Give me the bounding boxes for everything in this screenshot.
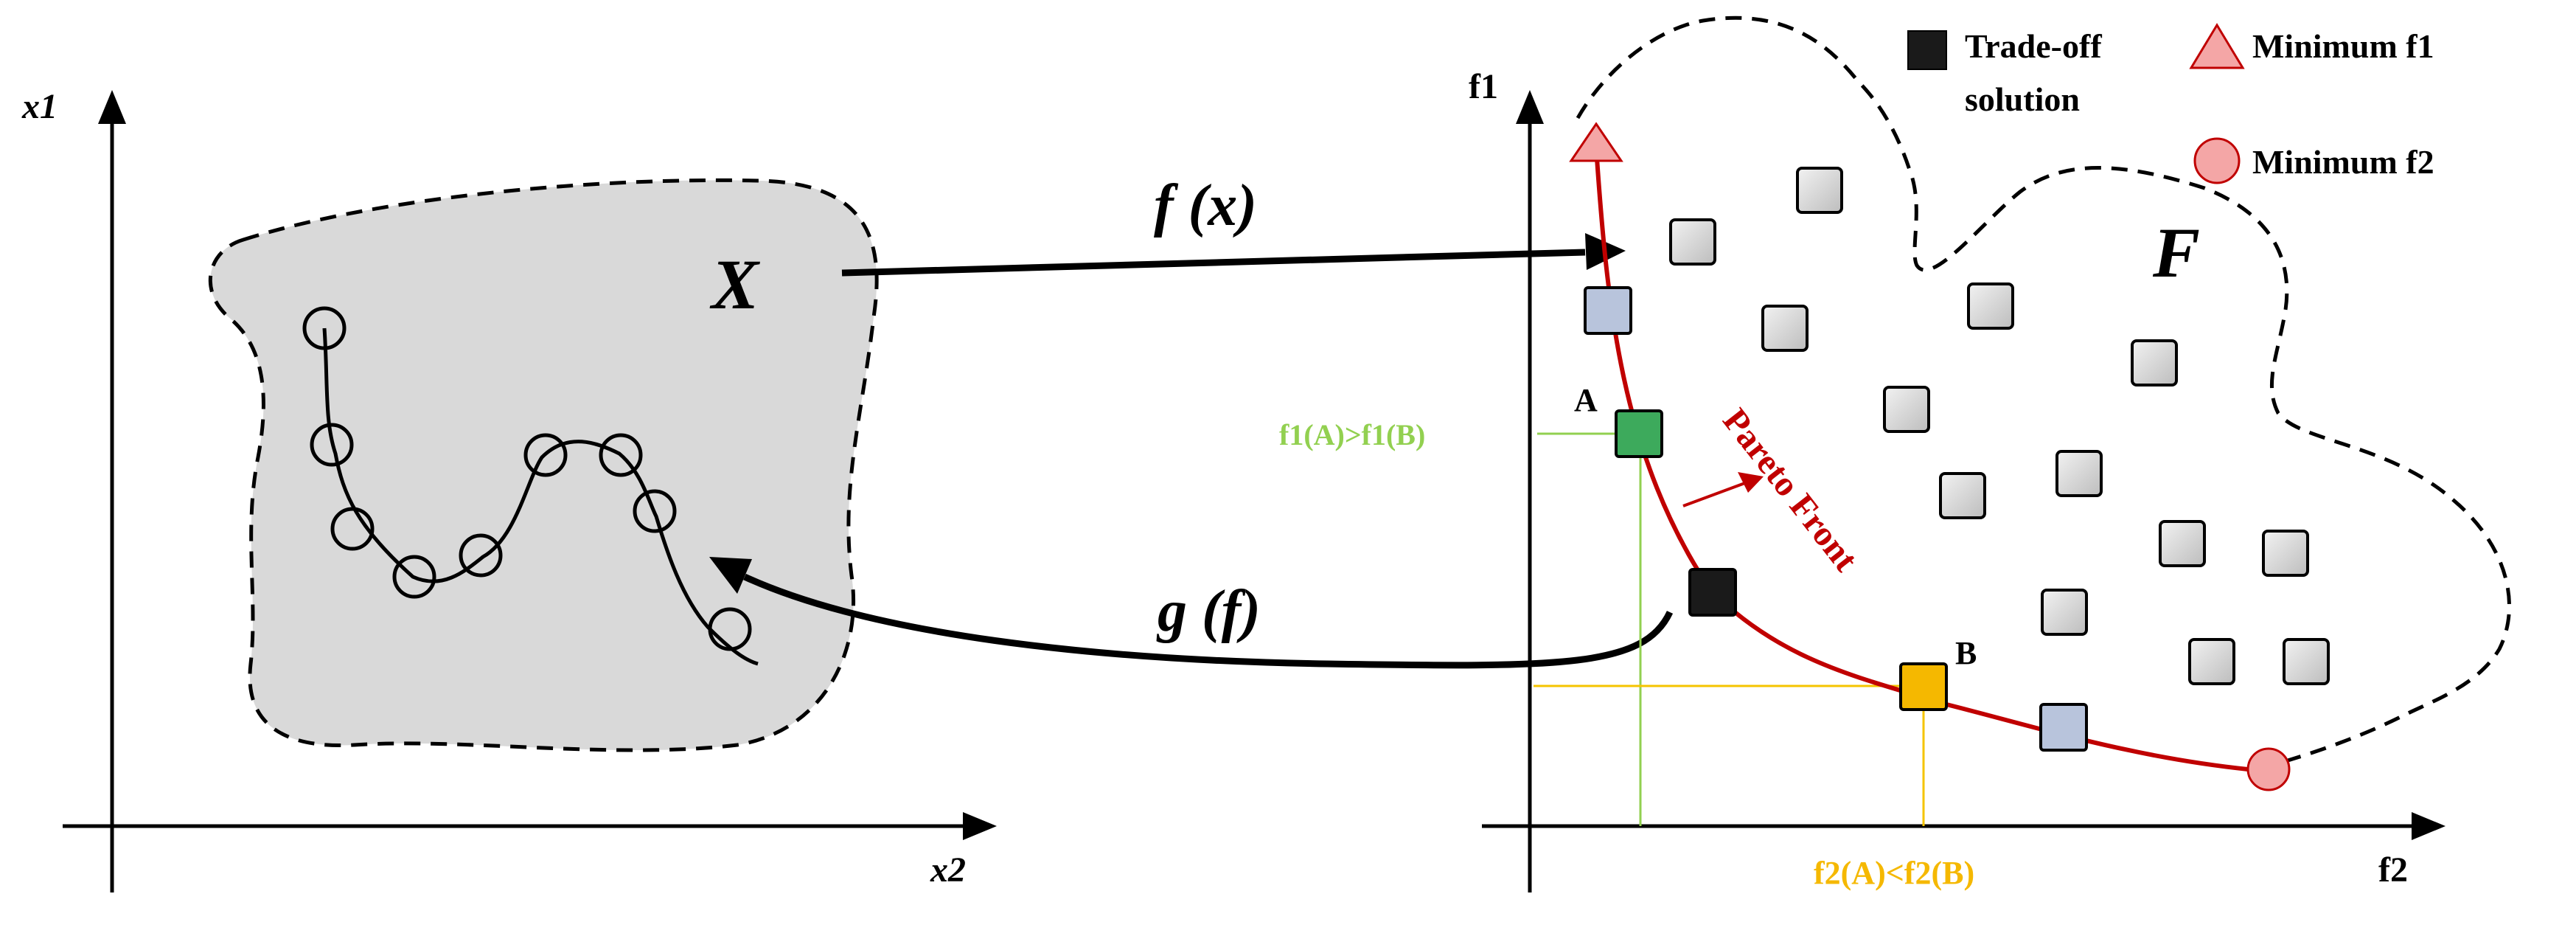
legend-minimum-f1-label: Minimum f1 xyxy=(2252,27,2434,65)
dominated-solution xyxy=(1967,282,2014,330)
x2-axis-arrowhead xyxy=(963,812,997,840)
sample-point xyxy=(523,433,568,477)
inverse-arrowhead xyxy=(709,557,752,594)
solution-b-square xyxy=(1899,662,1948,711)
f2-comparison-label: f2(A)<f2(B) xyxy=(1814,855,1974,891)
forward-mapping-label: f (x) xyxy=(1154,173,1257,238)
legend-tradeoff-label-line2: solution xyxy=(1965,80,2080,118)
solution-a-label: A xyxy=(1574,382,1598,418)
dominated-solution xyxy=(1883,386,1930,433)
sample-point xyxy=(708,607,752,651)
tradeoff-solution-square xyxy=(1688,568,1737,617)
legend-tradeoff-label-line1: Trade-off xyxy=(1965,27,2102,65)
pareto-solution-blue xyxy=(1584,286,1632,335)
dominated-solution xyxy=(2262,530,2309,577)
pareto-solution-blue xyxy=(2039,703,2088,752)
dominated-solution xyxy=(2188,638,2235,685)
forward-mapping-arrow xyxy=(841,249,1586,277)
minimum-f2-circle xyxy=(2246,747,2291,791)
dominated-solution xyxy=(1939,472,1986,519)
dominated-solution xyxy=(2041,589,2088,636)
minimum-f1-triangle xyxy=(1569,122,1623,162)
decision-curve xyxy=(322,327,759,666)
legend: Trade-off solution Minimum f1 Minimum f2 xyxy=(1907,23,2434,184)
inverse-mapping-arrow xyxy=(743,573,1674,669)
f1-comparison-guides xyxy=(1537,432,1642,826)
decision-region-label: X xyxy=(709,245,760,324)
f1-axis-label: f1 xyxy=(1469,67,1498,106)
solution-b-label: B xyxy=(1955,635,1977,671)
sample-point xyxy=(633,489,677,533)
f2-axis-label: f2 xyxy=(2378,850,2408,890)
solution-a-square xyxy=(1615,409,1663,458)
f1-axis-arrowhead xyxy=(1516,90,1544,124)
legend-minimum-f2-label: Minimum f2 xyxy=(2252,143,2434,181)
inverse-mapping-label: g (f) xyxy=(1156,579,1261,644)
dominated-solution xyxy=(1796,167,1843,214)
dominated-solution xyxy=(2159,520,2206,567)
sample-point xyxy=(599,433,643,477)
decision-space-panel: x1 x2 X xyxy=(21,87,997,892)
f2-axis-arrowhead xyxy=(2412,812,2446,840)
sample-point xyxy=(310,423,354,467)
legend-minimum-f2-icon xyxy=(2193,137,2241,184)
objective-region xyxy=(1576,15,2511,766)
f2-comparison-guides xyxy=(1534,684,1925,826)
dominated-solution xyxy=(2055,450,2103,497)
legend-tradeoff-swatch xyxy=(1907,30,1947,70)
legend-minimum-f1-icon xyxy=(2189,23,2245,69)
f1-comparison-label: f1(A)>f1(B) xyxy=(1279,418,1425,451)
pareto-direction-arrowhead xyxy=(1738,472,1764,493)
sample-point xyxy=(330,507,375,551)
dominated-solutions xyxy=(1669,167,2330,685)
x1-axis-arrowhead xyxy=(98,90,126,124)
sample-point xyxy=(392,555,436,599)
decision-region xyxy=(208,178,879,752)
x2-axis-label: x2 xyxy=(930,850,966,890)
dominated-solution xyxy=(2131,339,2178,386)
dominated-solution xyxy=(1669,218,1716,266)
x1-axis-label: x1 xyxy=(21,87,58,126)
pareto-direction-arrow xyxy=(1682,480,1750,507)
pareto-front-label: Pareto Front xyxy=(1715,401,1865,578)
sample-point xyxy=(302,306,347,350)
dominated-solution xyxy=(1761,305,1809,352)
dominated-solution xyxy=(2283,638,2330,685)
mapping-arrows: f (x) g (f) xyxy=(709,173,1674,669)
decision-samples xyxy=(302,306,752,651)
sample-point xyxy=(459,533,503,578)
objective-region-label: F xyxy=(2152,213,2200,292)
